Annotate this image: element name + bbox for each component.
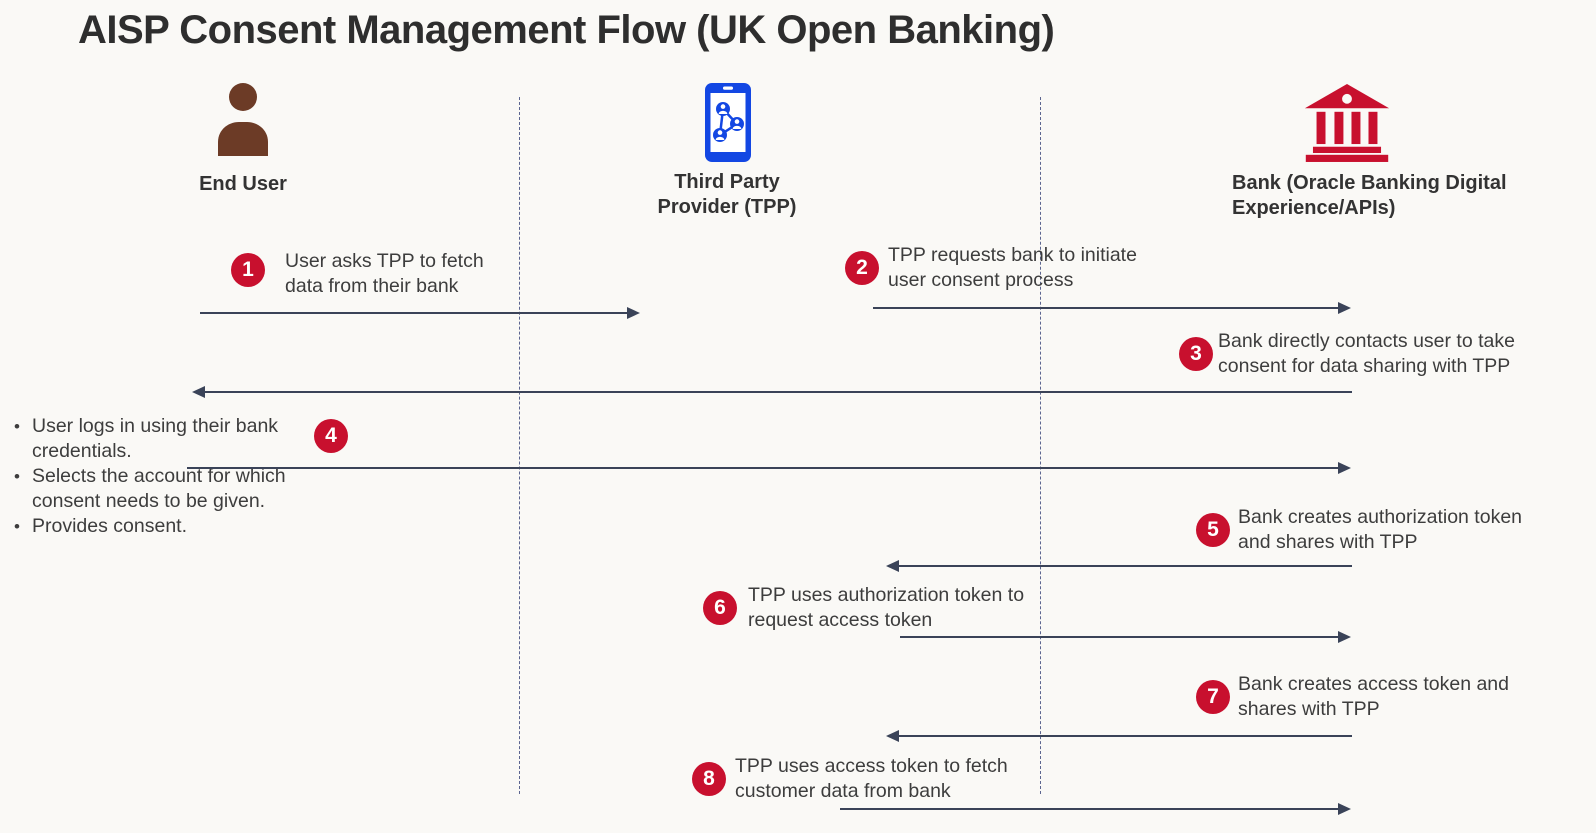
bullet-item: Provides consent. — [8, 514, 320, 539]
message-arrow-7 — [886, 730, 1352, 742]
person-icon — [210, 80, 276, 163]
step-text-5: Bank creates authorization token and sha… — [1238, 505, 1522, 554]
step-badge-5: 5 — [1196, 513, 1230, 547]
step-text-1-line1: User asks TPP to fetch — [285, 250, 484, 272]
step-text-2: TPP requests bank to initiate user conse… — [888, 243, 1137, 292]
step-text-6-line2: request access token — [748, 608, 933, 631]
smartphone-network-icon — [702, 82, 754, 168]
message-arrow-4 — [187, 462, 1351, 474]
step-text-8-line1: TPP uses access token to fetch — [735, 755, 1008, 777]
message-arrow-8 — [840, 803, 1351, 815]
bullet-item: User logs in using their bank credential… — [8, 414, 320, 464]
message-arrow-6 — [900, 631, 1351, 643]
step-text-2-line1: TPP requests bank to initiate — [888, 244, 1137, 266]
bullet-item: Selects the account for which consent ne… — [8, 464, 320, 514]
step-badge-6: 6 — [703, 591, 737, 625]
actor-label-tpp: Third Party Provider (TPP) — [627, 170, 827, 220]
step-text-3: Bank directly contacts user to take cons… — [1218, 329, 1515, 378]
step-text-6: TPP uses authorization token to request … — [748, 583, 1024, 632]
step-text-2-line2: user consent process — [888, 268, 1074, 291]
step-text-8-line2: customer data from bank — [735, 779, 951, 802]
actor-label-bank-line2: Experience/APIs) — [1232, 197, 1396, 219]
step-text-1-line2: data from their bank — [285, 274, 459, 297]
step-text-5-line2: and shares with TPP — [1238, 530, 1418, 553]
lifeline-tpp-bank — [1040, 97, 1041, 794]
step-text-6-line1: TPP uses authorization token to — [748, 584, 1025, 606]
step-badge-3: 3 — [1179, 337, 1213, 371]
step-badge-1: 1 — [231, 253, 265, 287]
actor-label-tpp-line1: Third Party — [674, 171, 780, 193]
actor-label-bank: Bank (Oracle Banking Digital Experience/… — [1232, 171, 1532, 221]
step-text-3-line1: Bank directly contacts user to take — [1218, 330, 1515, 352]
actor-label-end-user: End User — [199, 173, 287, 195]
step4-bullets: User logs in using their bank credential… — [8, 414, 320, 539]
step-text-8: TPP uses access token to fetch customer … — [735, 754, 1008, 803]
actor-label-bank-line1: Bank (Oracle Banking Digital — [1232, 172, 1507, 194]
step-badge-7: 7 — [1196, 680, 1230, 714]
actor-label-tpp-line2: Provider (TPP) — [657, 196, 797, 218]
step-text-7-line2: shares with TPP — [1238, 697, 1380, 720]
step-text-7-line1: Bank creates access token and — [1238, 673, 1509, 695]
step-badge-8: 8 — [692, 762, 726, 796]
lifeline-user-tpp — [519, 97, 520, 794]
step-text-7: Bank creates access token and shares wit… — [1238, 672, 1509, 721]
message-arrow-5 — [886, 560, 1352, 572]
step-badge-4: 4 — [314, 419, 348, 453]
step-text-5-line1: Bank creates authorization token — [1238, 506, 1523, 528]
step-text-1: User asks TPP to fetch data from their b… — [285, 249, 484, 298]
bank-building-icon — [1304, 84, 1390, 167]
page-title: AISP Consent Management Flow (UK Open Ba… — [78, 8, 1055, 52]
message-arrow-2 — [873, 302, 1351, 314]
step-text-3-line2: consent for data sharing with TPP — [1218, 354, 1511, 377]
message-arrow-1 — [200, 307, 640, 319]
step-badge-2: 2 — [845, 251, 879, 285]
message-arrow-3 — [192, 386, 1352, 398]
